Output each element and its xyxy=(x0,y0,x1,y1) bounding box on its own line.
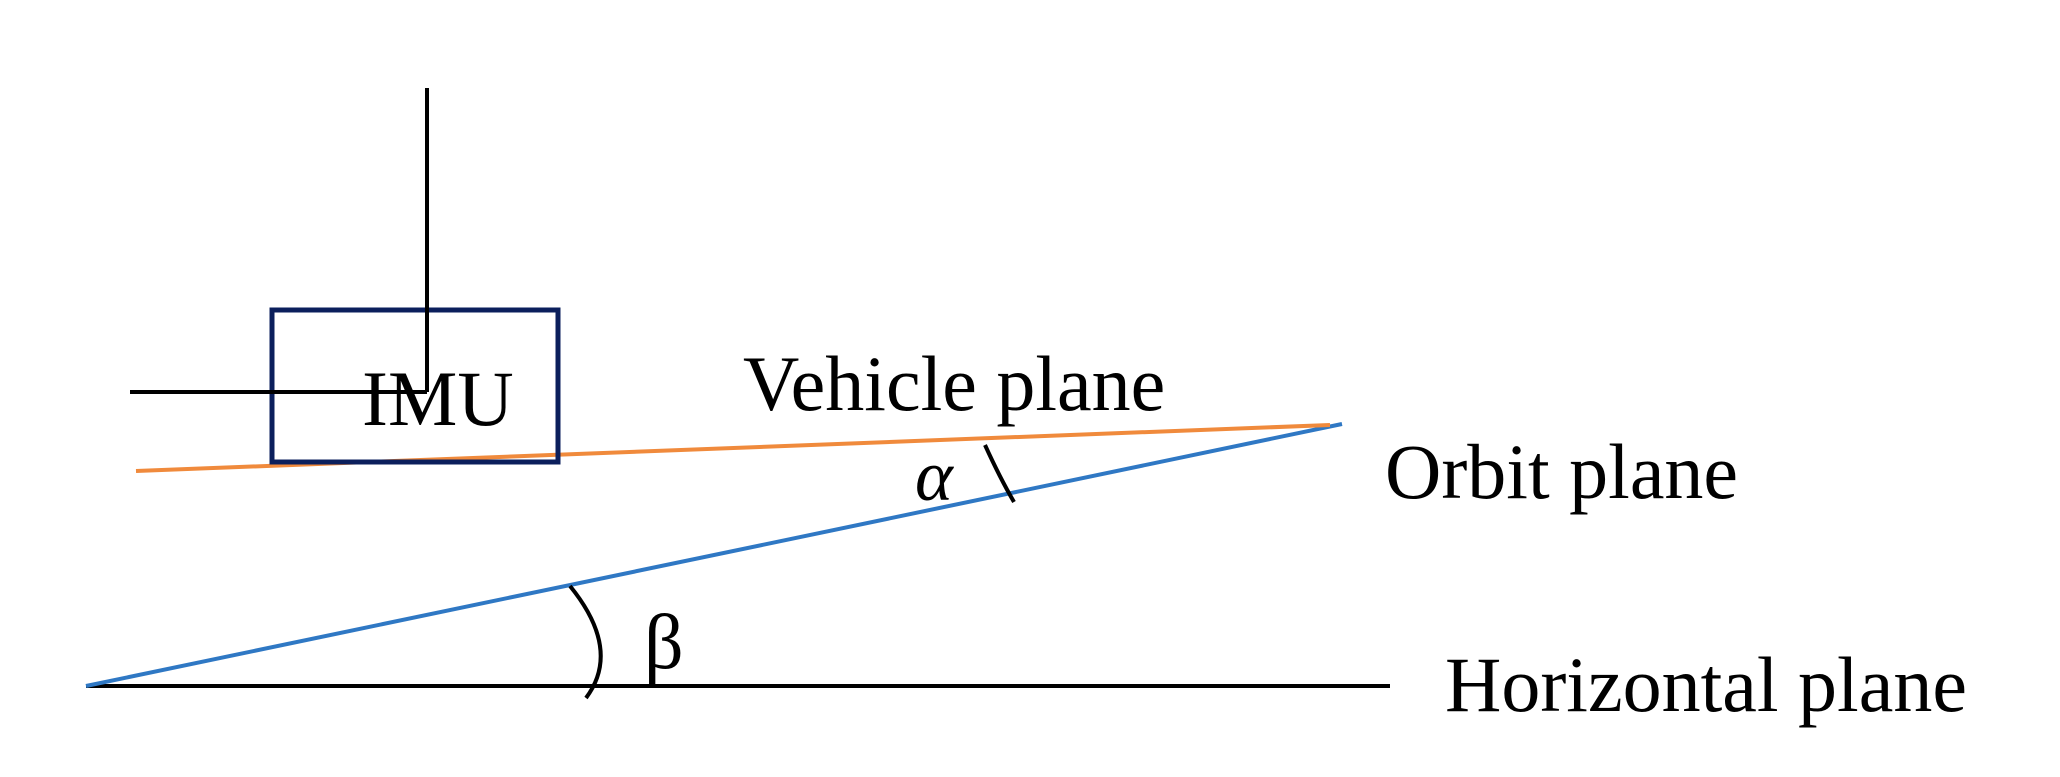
beta-symbol: β xyxy=(644,598,684,685)
beta-angle-arc xyxy=(568,584,603,700)
imu-label: IMU xyxy=(362,355,514,442)
horizontal-plane-label: Horizontal plane xyxy=(1445,641,1967,728)
orbit-plane-line xyxy=(85,422,1343,688)
orbit-plane-label: Orbit plane xyxy=(1385,428,1738,515)
alpha-angle-arc xyxy=(983,444,1016,504)
alpha-symbol: α xyxy=(915,436,954,516)
imu-box xyxy=(269,307,561,465)
vehicle-plane-label: Vehicle plane xyxy=(743,340,1165,427)
